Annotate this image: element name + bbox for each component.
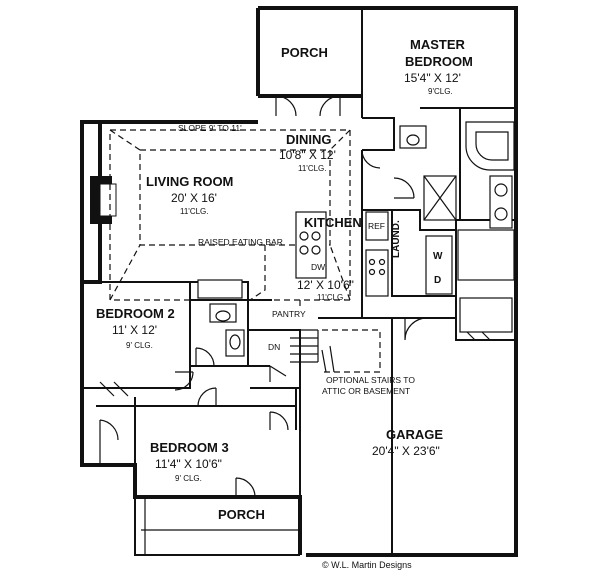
kitchen-label: KITCHEN	[304, 215, 362, 230]
living-room-label: LIVING ROOM	[146, 174, 234, 189]
bedroom-3-dims: 11'4" X 10'6"	[155, 457, 222, 471]
master-bedroom-dims: 15'4" X 12'	[404, 71, 461, 85]
dining-dims: 10'8" X 12'	[279, 148, 336, 162]
bedroom-2-label: BEDROOM 2	[96, 306, 175, 321]
kitchen-fixtures	[295, 211, 389, 297]
porch-bottom-label: PORCH	[218, 507, 265, 522]
kitchen-clg: 11'CLG.	[317, 293, 346, 302]
optional-stairs-line-1: OPTIONAL STAIRS TO	[326, 375, 415, 385]
dining-clg: 11'CLG.	[298, 164, 327, 173]
designer-credit: © W.L. Martin Designs	[322, 560, 412, 570]
master-bedroom-name-2: BEDROOM	[405, 54, 473, 69]
stairs	[290, 329, 335, 373]
kitchen-dims: 12' X 10'6"	[297, 278, 354, 292]
eating-bar-label: RAISED EATING BAR	[198, 237, 283, 247]
bath-fixtures	[197, 121, 515, 357]
bedroom-2-dims: 11' X 12'	[112, 323, 158, 337]
bedroom-3-clg: 9' CLG.	[175, 474, 202, 483]
optional-stairs-line-2: ATTIC OR BASEMENT	[322, 386, 411, 396]
bedroom-3-label: BEDROOM 3	[150, 440, 229, 455]
ref-label: REF	[368, 221, 385, 231]
ceiling-lines	[109, 129, 381, 373]
pantry-label: PANTRY	[272, 309, 306, 319]
laundry-label: LAUND.	[391, 220, 402, 258]
slope-note: SLOPE 9' TO 11'	[178, 123, 242, 133]
master-bedroom-name-1: MASTER	[410, 37, 465, 52]
garage-label: GARAGE	[386, 427, 444, 442]
garage-dims: 20'4" X 23'6"	[372, 444, 440, 458]
dishwasher-label: DW	[311, 262, 326, 272]
dining-label: DINING	[286, 132, 332, 147]
living-room-clg: 11'CLG.	[180, 207, 209, 216]
porch-top-label: PORCH	[281, 45, 328, 60]
down-stairs-label: DN	[268, 342, 281, 352]
fireplace	[90, 176, 117, 224]
dryer-label: D	[434, 275, 442, 286]
washer-label: W	[433, 251, 443, 262]
bedroom-2-clg: 9' CLG.	[126, 341, 153, 350]
living-room-dims: 20' X 16'	[171, 191, 217, 205]
master-bedroom-clg: 9'CLG.	[428, 87, 453, 96]
